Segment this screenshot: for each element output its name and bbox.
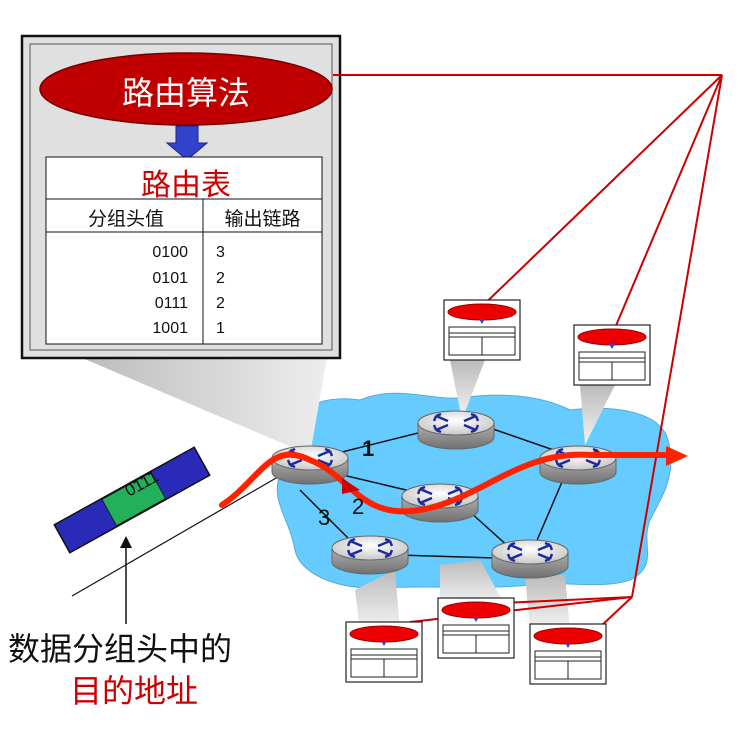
routing-algorithm-label: 路由算法 [121,74,250,112]
routing-algorithm-ellipse [39,52,333,126]
table-row: 0111 2 [120,295,320,319]
routing-table [45,156,323,345]
output-link-cell: 1 [216,320,225,337]
caption-pointer-arrowhead [120,536,132,548]
callout-wedge-4 [440,560,505,605]
callout-wedge-5 [525,575,570,630]
router-bottom-left [330,534,410,576]
packet-path-arrowhead [666,446,688,466]
down-arrow-icon [165,125,209,161]
callout-wedge-1 [450,360,485,420]
packet-line [71,469,291,597]
router-top [416,409,496,451]
link-label-3: 3 [318,505,331,530]
mini-table-2 [573,324,651,386]
caption-line-1: 数据分组头中的 [8,630,233,668]
link-label-1: 1 [362,436,375,461]
caption-line-2: 目的地址 [70,672,199,710]
output-link-cell: 3 [216,244,225,261]
table-header-col2: 输出链路 [224,208,301,230]
callout-wedge-2 [580,385,615,445]
path-arrowhead-mid [342,478,360,494]
header-value-cell: 0101 [152,270,188,287]
packet-path [219,451,671,515]
packet [53,446,211,554]
table-row: 1001 1 [120,320,320,344]
mini-table-5 [529,623,607,685]
header-value-cell: 0111 [154,295,188,312]
table-row: 0100 3 [120,244,320,268]
routing-table-title: 路由表 [141,168,231,203]
table-callout-wedge [40,340,330,455]
algorithm-distribution-lines [333,74,723,628]
header-value-cell: 1001 [152,320,188,337]
mini-table-3 [345,621,423,683]
mini-table-1 [443,299,521,361]
table-row: 0101 2 [120,270,320,294]
router-bottom-right [490,538,570,580]
output-link-cell: 2 [216,270,225,287]
mini-table-4 [437,597,515,659]
header-value-cell: 0100 [152,244,188,261]
output-link-cell: 2 [216,295,225,312]
callout-wedge-3 [355,570,400,630]
table-header-col1: 分组头值 [87,208,164,230]
link-label-2: 2 [352,494,365,519]
